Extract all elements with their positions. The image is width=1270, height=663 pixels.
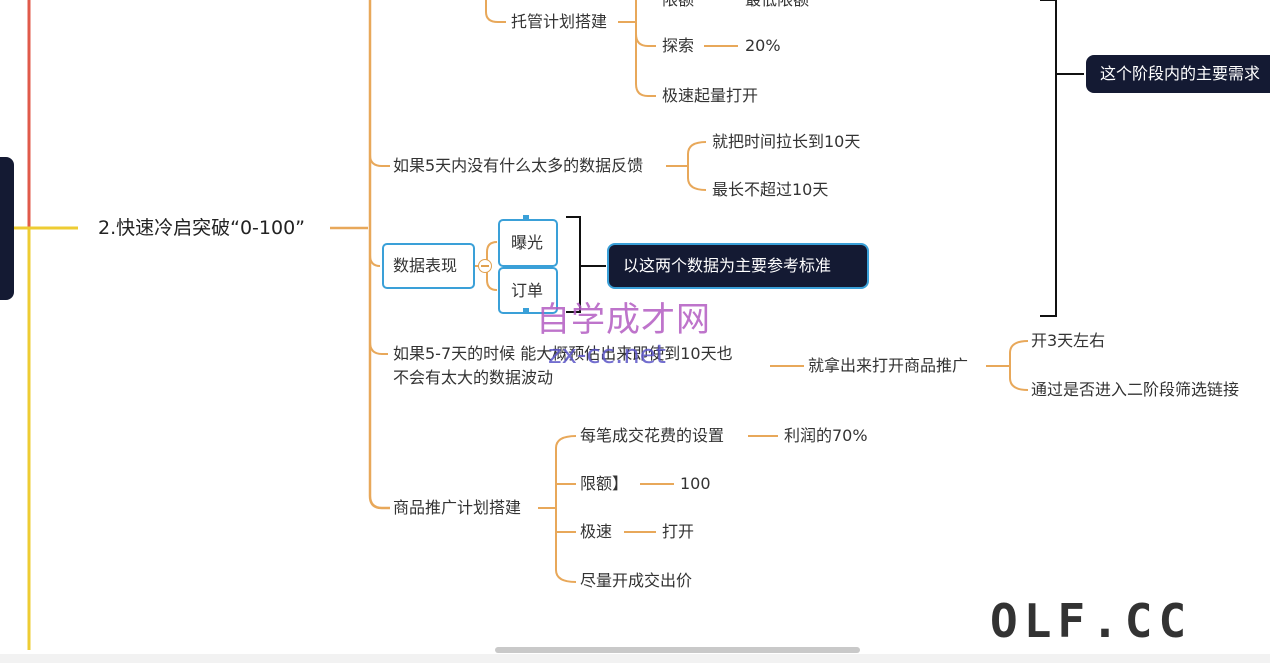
speed-boost-node[interactable]: 极速起量打开 <box>662 86 759 105</box>
horizontal-scrollbar[interactable] <box>495 647 860 653</box>
exposure-label: 曝光 <box>511 233 544 252</box>
branch-spine <box>368 0 390 510</box>
resize-handle-bottom[interactable] <box>523 308 529 314</box>
collapse-toggle-icon[interactable] <box>478 259 492 273</box>
explore-value-node[interactable]: 20% <box>745 36 781 55</box>
data-performance-label: 数据表现 <box>393 256 458 275</box>
resize-handle-top[interactable] <box>523 215 529 221</box>
hosting-quota-node[interactable]: 限额 <box>662 0 694 10</box>
promo-quota-value-node[interactable]: 100 <box>680 474 711 493</box>
promo-quota-node[interactable]: 限额】 <box>580 474 629 493</box>
promo-speed-node[interactable]: 极速 <box>580 522 613 541</box>
fee-setting-node[interactable]: 每笔成交花费的设置 <box>580 426 725 445</box>
promo-speed-value-node[interactable]: 打开 <box>662 522 695 541</box>
stage-requirement-callout[interactable]: 这个阶段内的主要需求 <box>1086 55 1270 93</box>
five-seven-days-node-line2[interactable]: 不会有太大的数据波动 <box>393 368 554 387</box>
open-product-promo-node[interactable]: 就拿出来打开商品推广 <box>808 356 969 375</box>
hosting-plan-node[interactable]: 托管计划搭建 <box>511 12 608 31</box>
stage-requirement-label: 这个阶段内的主要需求 <box>1100 64 1261 83</box>
reference-standard-callout[interactable]: 以这两个数据为主要参考标准 <box>607 243 869 289</box>
explore-node[interactable]: 探索 <box>662 36 695 55</box>
watermark-cn: 自学成才网 <box>536 300 711 340</box>
sidebar-panel-tab[interactable] <box>0 157 14 300</box>
no-feedback-node[interactable]: 如果5天内没有什么太多的数据反馈 <box>393 156 644 175</box>
max-10-days-node[interactable]: 最长不超过10天 <box>712 180 829 199</box>
orders-node[interactable]: 订单 <box>498 267 558 314</box>
five-seven-days-node-line1[interactable]: 如果5-7天的时候 能大概预估出来即使到10天也 <box>393 344 733 363</box>
stage-two-filter-node[interactable]: 通过是否进入二阶段筛选链接 <box>1031 380 1240 399</box>
watermark-corner: OLF.CC <box>990 594 1193 648</box>
exposure-node[interactable]: 曝光 <box>498 219 558 267</box>
bracket-data <box>566 216 606 313</box>
fee-value-node[interactable]: 利润的70% <box>784 426 868 445</box>
orders-label: 订单 <box>511 281 544 300</box>
open-3-days-node[interactable]: 开3天左右 <box>1031 331 1106 350</box>
watermark-domain: zx-cc.net <box>548 340 666 370</box>
extend-10-days-node[interactable]: 就把时间拉长到10天 <box>712 132 861 151</box>
bottom-strip <box>0 654 1270 663</box>
product-promo-plan-node[interactable]: 商品推广计划搭建 <box>393 498 522 517</box>
bracket-stage <box>1040 0 1084 317</box>
root-node[interactable]: 2.快速冷启突破“0-100” <box>98 217 306 239</box>
hosting-quota-value-node[interactable]: 最低限额 <box>745 0 809 10</box>
transaction-bid-node[interactable]: 尽量开成交出价 <box>580 571 693 590</box>
data-performance-node[interactable]: 数据表现 <box>382 243 475 289</box>
reference-standard-label: 以这两个数据为主要参考标准 <box>623 256 832 275</box>
